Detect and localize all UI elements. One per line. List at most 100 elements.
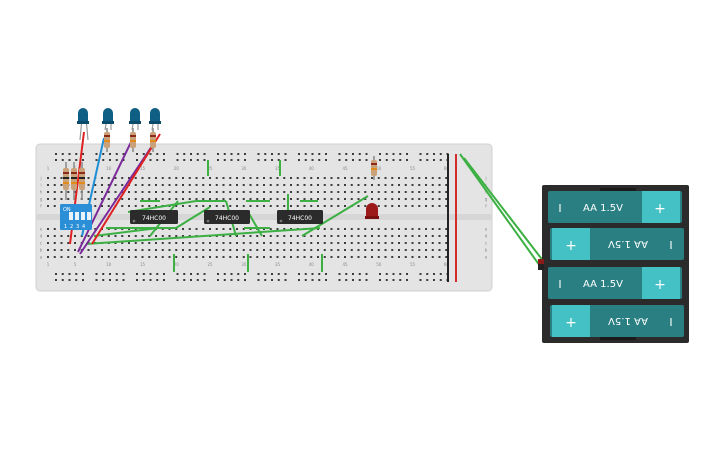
- breadboard-hole[interactable]: [87, 256, 90, 258]
- breadboard-hole[interactable]: [101, 198, 103, 200]
- breadboard-hole[interactable]: [330, 177, 333, 179]
- breadboard-hole[interactable]: [438, 228, 441, 230]
- breadboard-hole[interactable]: [445, 205, 448, 207]
- breadboard-hole[interactable]: [269, 191, 272, 193]
- dip-toggle[interactable]: [81, 212, 85, 220]
- breadboard-hole[interactable]: [202, 205, 205, 207]
- breadboard-hole[interactable]: [263, 235, 265, 237]
- breadboard-hole[interactable]: [263, 191, 265, 193]
- breadboard-hole[interactable]: [149, 159, 152, 161]
- breadboard-hole[interactable]: [311, 159, 314, 161]
- breadboard-hole[interactable]: [161, 184, 164, 186]
- breadboard-hole[interactable]: [155, 242, 157, 244]
- breadboard-hole[interactable]: [304, 279, 307, 281]
- breadboard-hole[interactable]: [53, 256, 56, 258]
- breadboard-hole[interactable]: [196, 279, 199, 281]
- breadboard-hole[interactable]: [102, 153, 105, 155]
- breadboard-hole[interactable]: [55, 273, 57, 275]
- breadboard-hole[interactable]: [269, 242, 272, 244]
- breadboard-hole[interactable]: [101, 177, 103, 179]
- breadboard-hole[interactable]: [215, 249, 218, 251]
- breadboard-hole[interactable]: [94, 205, 97, 207]
- breadboard-hole[interactable]: [418, 256, 421, 258]
- breadboard-hole[interactable]: [230, 279, 233, 281]
- breadboard-hole[interactable]: [391, 205, 394, 207]
- breadboard-hole[interactable]: [364, 256, 367, 258]
- breadboard-hole[interactable]: [203, 159, 206, 161]
- breadboard-hole[interactable]: [156, 279, 159, 281]
- breadboard-hole[interactable]: [188, 198, 191, 200]
- breadboard-hole[interactable]: [75, 153, 78, 155]
- breadboard-hole[interactable]: [298, 159, 300, 161]
- breadboard-hole[interactable]: [141, 198, 144, 200]
- breadboard-hole[interactable]: [337, 228, 340, 230]
- breadboard-hole[interactable]: [175, 191, 178, 193]
- breadboard-hole[interactable]: [60, 249, 63, 251]
- breadboard-hole[interactable]: [276, 228, 279, 230]
- breadboard-hole[interactable]: [101, 184, 103, 186]
- breadboard-hole[interactable]: [284, 153, 287, 155]
- breadboard-hole[interactable]: [53, 228, 56, 230]
- breadboard-hole[interactable]: [230, 153, 233, 155]
- battery-pack[interactable]: I AA 1.5V + + AA 1.5V I I AA 1.5V + + AA…: [538, 185, 689, 343]
- breadboard-hole[interactable]: [114, 242, 117, 244]
- breadboard-hole[interactable]: [155, 177, 157, 179]
- breadboard-hole[interactable]: [371, 228, 373, 230]
- breadboard-hole[interactable]: [310, 184, 313, 186]
- breadboard-hole[interactable]: [95, 273, 98, 275]
- breadboard-hole[interactable]: [61, 153, 64, 155]
- breadboard-hole[interactable]: [445, 228, 448, 230]
- breadboard-hole[interactable]: [229, 228, 232, 230]
- purple-wire[interactable]: [79, 139, 157, 255]
- breadboard-hole[interactable]: [263, 242, 265, 244]
- breadboard-hole[interactable]: [277, 159, 280, 161]
- breadboard-hole[interactable]: [276, 249, 279, 251]
- breadboard-hole[interactable]: [431, 198, 434, 200]
- breadboard-hole[interactable]: [364, 242, 367, 244]
- breadboard-hole[interactable]: [74, 256, 76, 258]
- breadboard-hole[interactable]: [344, 256, 346, 258]
- breadboard-hole[interactable]: [377, 256, 380, 258]
- breadboard-hole[interactable]: [209, 205, 211, 207]
- breadboard-hole[interactable]: [411, 242, 414, 244]
- breadboard-hole[interactable]: [163, 273, 165, 275]
- breadboard-hole[interactable]: [352, 279, 354, 281]
- breadboard-hole[interactable]: [283, 256, 286, 258]
- breadboard-hole[interactable]: [431, 235, 434, 237]
- breadboard-hole[interactable]: [141, 256, 144, 258]
- breadboard-hole[interactable]: [188, 228, 191, 230]
- breadboard-hole[interactable]: [398, 256, 400, 258]
- breadboard-hole[interactable]: [276, 198, 279, 200]
- breadboard-hole[interactable]: [47, 177, 49, 179]
- breadboard-hole[interactable]: [188, 205, 191, 207]
- breadboard-hole[interactable]: [134, 191, 137, 193]
- breadboard-hole[interactable]: [350, 228, 353, 230]
- breadboard-hole[interactable]: [384, 198, 387, 200]
- breadboard-hole[interactable]: [115, 279, 118, 281]
- breadboard-hole[interactable]: [419, 273, 422, 275]
- breadboard-hole[interactable]: [128, 256, 130, 258]
- breadboard-hole[interactable]: [87, 249, 90, 251]
- breadboard-hole[interactable]: [222, 242, 225, 244]
- breadboard-hole[interactable]: [136, 279, 138, 281]
- breadboard-hole[interactable]: [256, 256, 259, 258]
- breadboard-hole[interactable]: [74, 191, 76, 193]
- jumper-wire[interactable]: [93, 227, 159, 237]
- resistor[interactable]: [150, 128, 156, 152]
- breadboard-hole[interactable]: [215, 191, 218, 193]
- breadboard-hole[interactable]: [371, 198, 373, 200]
- breadboard-hole[interactable]: [377, 249, 380, 251]
- breadboard-hole[interactable]: [121, 198, 124, 200]
- breadboard-hole[interactable]: [406, 273, 408, 275]
- breadboard-hole[interactable]: [215, 205, 218, 207]
- breadboard-hole[interactable]: [196, 273, 199, 275]
- breadboard-hole[interactable]: [87, 184, 90, 186]
- breadboard-hole[interactable]: [229, 205, 232, 207]
- breadboard-hole[interactable]: [148, 249, 151, 251]
- breadboard-hole[interactable]: [399, 159, 402, 161]
- breadboard-hole[interactable]: [256, 242, 259, 244]
- breadboard-hole[interactable]: [350, 242, 353, 244]
- breadboard-hole[interactable]: [182, 228, 184, 230]
- breadboard-hole[interactable]: [438, 242, 441, 244]
- breadboard-hole[interactable]: [209, 256, 211, 258]
